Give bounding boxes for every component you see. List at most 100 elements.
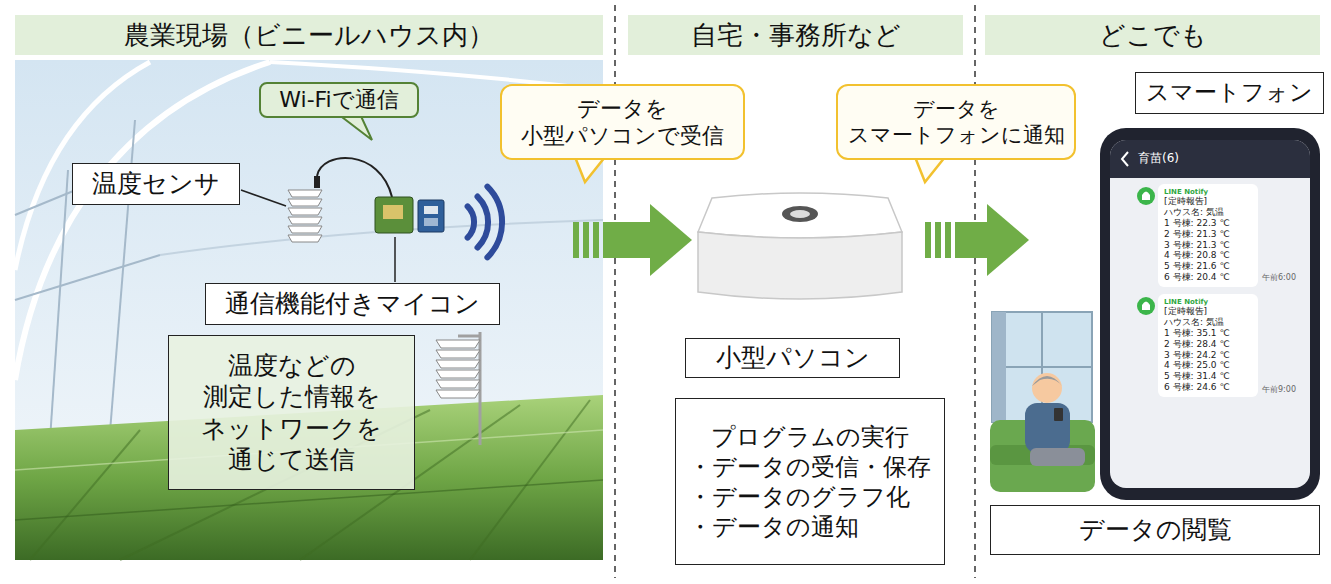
smartphone <box>1122 152 1128 166</box>
greenhouse-scene <box>470 400 590 560</box>
process-box: プログラムの実行・データの受信・保存・データのグラフ化・データの通知 <box>675 398 945 565</box>
section-header: どこでも <box>985 15 1320 55</box>
node-text: 4 号棟: 25.0 ℃ <box>1164 360 1252 371</box>
mini-pc <box>698 193 902 238</box>
message-bubble: LINE Notify[定時報告]ハウス名: 気温1 号棟: 35.1 ℃2 号… <box>1158 294 1258 397</box>
callout-tail <box>915 157 945 182</box>
node-text: [定時報告] <box>1164 196 1252 207</box>
temperature-sensor-on-pole <box>479 332 482 445</box>
node-text: LINE Notify <box>1164 188 1252 196</box>
part-label-box: データの閲覧 <box>990 505 1320 555</box>
flow-arrow <box>573 204 692 276</box>
mini-pc <box>698 232 902 299</box>
node-text: ・データの受信・保存 <box>688 452 932 482</box>
callout-bubble: データを 小型パソコンで受信 <box>500 84 745 160</box>
temperature-sensor-on-pole <box>436 340 480 348</box>
person-on-sofa <box>1032 376 1062 386</box>
flow-arrow <box>573 222 579 258</box>
temperature-sensor <box>288 235 322 242</box>
node-text: 小型パソコン <box>694 342 891 373</box>
node-text: [定時報告] <box>1164 306 1252 317</box>
timestamp: 午前9:00 <box>1262 385 1296 395</box>
temperature-sensor-on-pole <box>436 390 480 398</box>
temperature-sensor <box>288 217 322 224</box>
node-text: 6 号棟: 20.4 ℃ <box>1164 272 1252 283</box>
smartphone <box>1142 192 1150 201</box>
node-text: 1 号棟: 35.1 ℃ <box>1164 328 1252 339</box>
wifi-waves <box>478 197 489 248</box>
part-label-box: 小型パソコン <box>685 338 900 378</box>
mini-pc <box>782 206 818 222</box>
node-text: 2 号棟: 28.4 ℃ <box>1164 339 1252 350</box>
node-text: ハウス名: 気温 <box>1164 207 1252 218</box>
part-label-box: 通信機能付きマイコン <box>205 283 500 325</box>
temperature-sensor-on-pole <box>436 380 480 388</box>
microcontroller <box>317 158 392 197</box>
node-text: 4 号棟: 20.8 ℃ <box>1164 250 1252 261</box>
microcontroller <box>317 158 444 233</box>
person-on-sofa <box>1054 408 1063 421</box>
temperature-sensor <box>288 226 322 233</box>
greenhouse-scene <box>30 430 140 560</box>
flow-arrow <box>650 204 692 276</box>
node-text: 農業現場（ビニールハウス内） <box>23 19 595 52</box>
section-header: 自宅・事務所など <box>628 15 963 55</box>
wifi-waves <box>468 187 502 258</box>
temperature-sensor-on-pole <box>436 332 480 445</box>
microcontroller <box>424 206 438 214</box>
node-text: データを スマートフォンに通知 <box>846 96 1066 149</box>
node-text: 通信機能付きマイコン <box>214 288 491 319</box>
wifi-waves <box>468 206 474 237</box>
smartphone <box>1142 302 1150 311</box>
flow-arrow <box>987 204 1029 276</box>
note-box: 温度などの 測定した情報を ネットワークを 通じて送信 <box>168 335 415 490</box>
person-on-sofa <box>1030 448 1085 466</box>
temperature-sensor <box>288 176 322 242</box>
flow-arrow <box>955 222 990 258</box>
flow-arrow <box>945 222 951 258</box>
node-text: Wi-Fiで通信 <box>267 86 411 114</box>
node-text: 1 号棟: 22.3 ℃ <box>1164 218 1252 229</box>
smartphone <box>1137 297 1155 315</box>
mini-pc <box>698 193 902 299</box>
smartphone <box>1100 128 1320 500</box>
timestamp: 午前6:00 <box>1262 273 1296 283</box>
flow-arrow <box>925 222 931 258</box>
temperature-sensor <box>288 190 322 197</box>
person-on-sofa <box>990 445 1095 465</box>
microcontroller <box>383 205 403 219</box>
person-on-sofa <box>1025 403 1070 453</box>
node-text: プログラムの実行 <box>688 422 932 452</box>
node-text: ・データのグラフ化 <box>688 482 932 512</box>
section-header: 農業現場（ビニールハウス内） <box>15 15 603 55</box>
flow-arrow <box>925 204 1029 276</box>
chat-title: 育苗(6) <box>1138 151 1179 165</box>
smartphone <box>1137 187 1155 205</box>
microcontroller <box>424 218 438 226</box>
node-text: 5 号棟: 21.6 ℃ <box>1164 261 1252 272</box>
temperature-sensor-on-pole <box>436 370 480 378</box>
person-on-sofa <box>992 312 1006 422</box>
leader-line <box>394 237 396 282</box>
callout-bubble: Wi-Fiで通信 <box>259 82 419 118</box>
callout-bubble: データを スマートフォンに通知 <box>836 84 1076 160</box>
node-text: 自宅・事務所など <box>636 19 955 52</box>
callout-tail <box>338 114 372 140</box>
microcontroller <box>418 200 444 232</box>
node-text: ・データの通知 <box>688 512 932 542</box>
smartphone <box>1110 140 1310 488</box>
greenhouse-scene <box>15 62 270 380</box>
leader-line <box>241 190 395 282</box>
node-text: データの閲覧 <box>999 514 1311 545</box>
greenhouse-scene <box>50 170 68 440</box>
message-bubble: LINE Notify[定時報告]ハウス名: 気温1 号棟: 22.3 ℃2 号… <box>1158 184 1258 287</box>
microcontroller <box>375 197 413 233</box>
temperature-sensor-on-pole <box>458 335 480 338</box>
leader-line <box>241 190 286 206</box>
smartphone <box>1100 128 1320 500</box>
node-text: データを 小型パソコンで受信 <box>510 95 735 150</box>
mini-pc <box>790 210 810 218</box>
node-text: 6 号棟: 24.6 ℃ <box>1164 382 1252 393</box>
